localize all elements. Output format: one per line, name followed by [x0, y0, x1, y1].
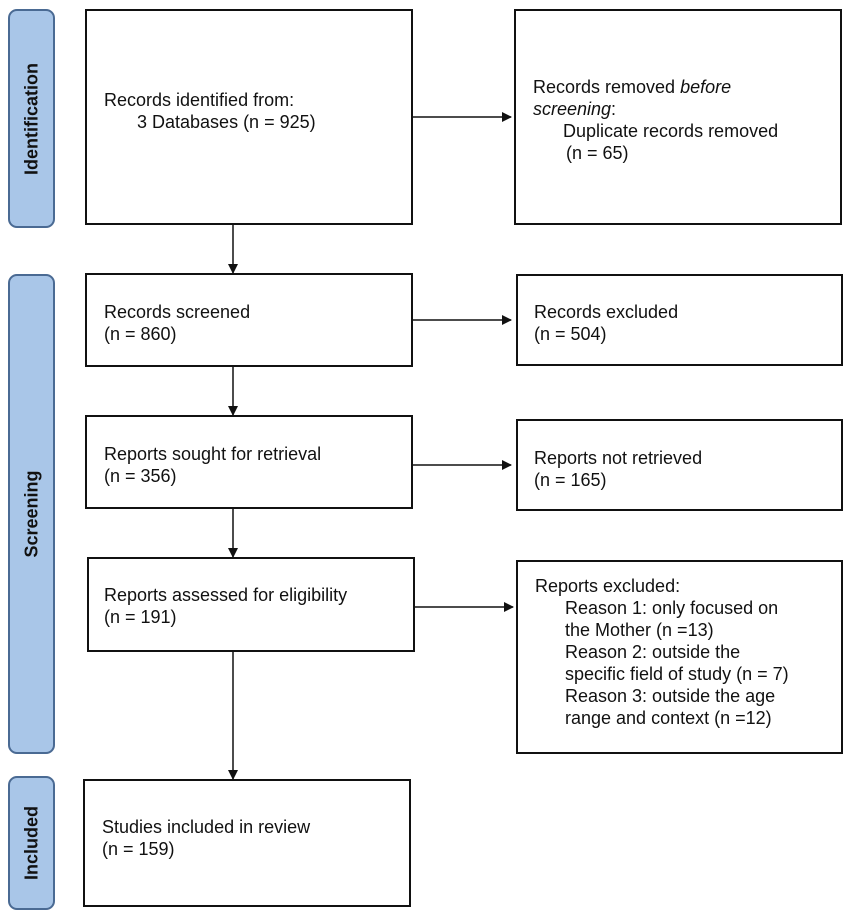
reports-assessed-label: Reports assessed for eligibility [104, 585, 348, 605]
duplicate-records-count: (n = 65) [566, 143, 629, 163]
records-excluded-label: Records excluded [534, 302, 679, 322]
reports-assessed-count: (n = 191) [104, 607, 177, 627]
duplicate-records-label: Duplicate records removed [563, 121, 779, 141]
reason-2-line-1: Reason 2: outside the [565, 642, 741, 662]
records-removed-box: Records removed before screening: Duplic… [514, 9, 842, 225]
reports-sought-count: (n = 356) [104, 466, 177, 486]
reports-sought-box: Reports sought for retrieval (n = 356) [85, 415, 413, 509]
phase-identification: Identification [8, 9, 55, 228]
records-identified-label: Records identified from: [104, 90, 295, 110]
reason-1-line-1: Reason 1: only focused on [565, 598, 779, 618]
reports-excluded-label: Reports excluded: [535, 576, 681, 596]
phase-included: Included [8, 776, 55, 910]
records-screened-count: (n = 860) [104, 324, 177, 344]
records-identified-count: 3 Databases (n = 925) [137, 112, 316, 132]
reason-2-line-2: specific field of study (n = 7) [565, 664, 789, 684]
reports-not-retrieved-count: (n = 165) [534, 470, 607, 490]
reports-sought-label: Reports sought for retrieval [104, 444, 322, 464]
phase-screening: Screening [8, 274, 55, 754]
reports-not-retrieved-label: Reports not retrieved [534, 448, 703, 468]
reports-assessed-box: Reports assessed for eligibility (n = 19… [87, 557, 415, 652]
records-identified-box: Records identified from: 3 Databases (n … [85, 9, 413, 225]
reports-not-retrieved-box: Reports not retrieved (n = 165) [516, 419, 843, 511]
studies-included-count: (n = 159) [102, 839, 175, 859]
records-screened-label: Records screened [104, 302, 251, 322]
reports-excluded-box: Reports excluded: Reason 1: only focused… [516, 560, 843, 754]
records-excluded-box: Records excluded (n = 504) [516, 274, 843, 366]
reason-3-line-2: range and context (n =12) [565, 708, 772, 728]
reason-1-line-2: the Mother (n =13) [565, 620, 714, 640]
records-removed-colon: : [611, 99, 617, 119]
records-removed-before: before [680, 77, 732, 97]
reason-3-line-1: Reason 3: outside the age [565, 686, 776, 706]
studies-included-label: Studies included in review [102, 817, 311, 837]
records-removed-screening: screening [533, 99, 612, 119]
records-screened-box: Records screened (n = 860) [85, 273, 413, 367]
records-removed-label: Records removed [533, 77, 681, 97]
studies-included-box: Studies included in review (n = 159) [83, 779, 411, 907]
records-excluded-count: (n = 504) [534, 324, 607, 344]
